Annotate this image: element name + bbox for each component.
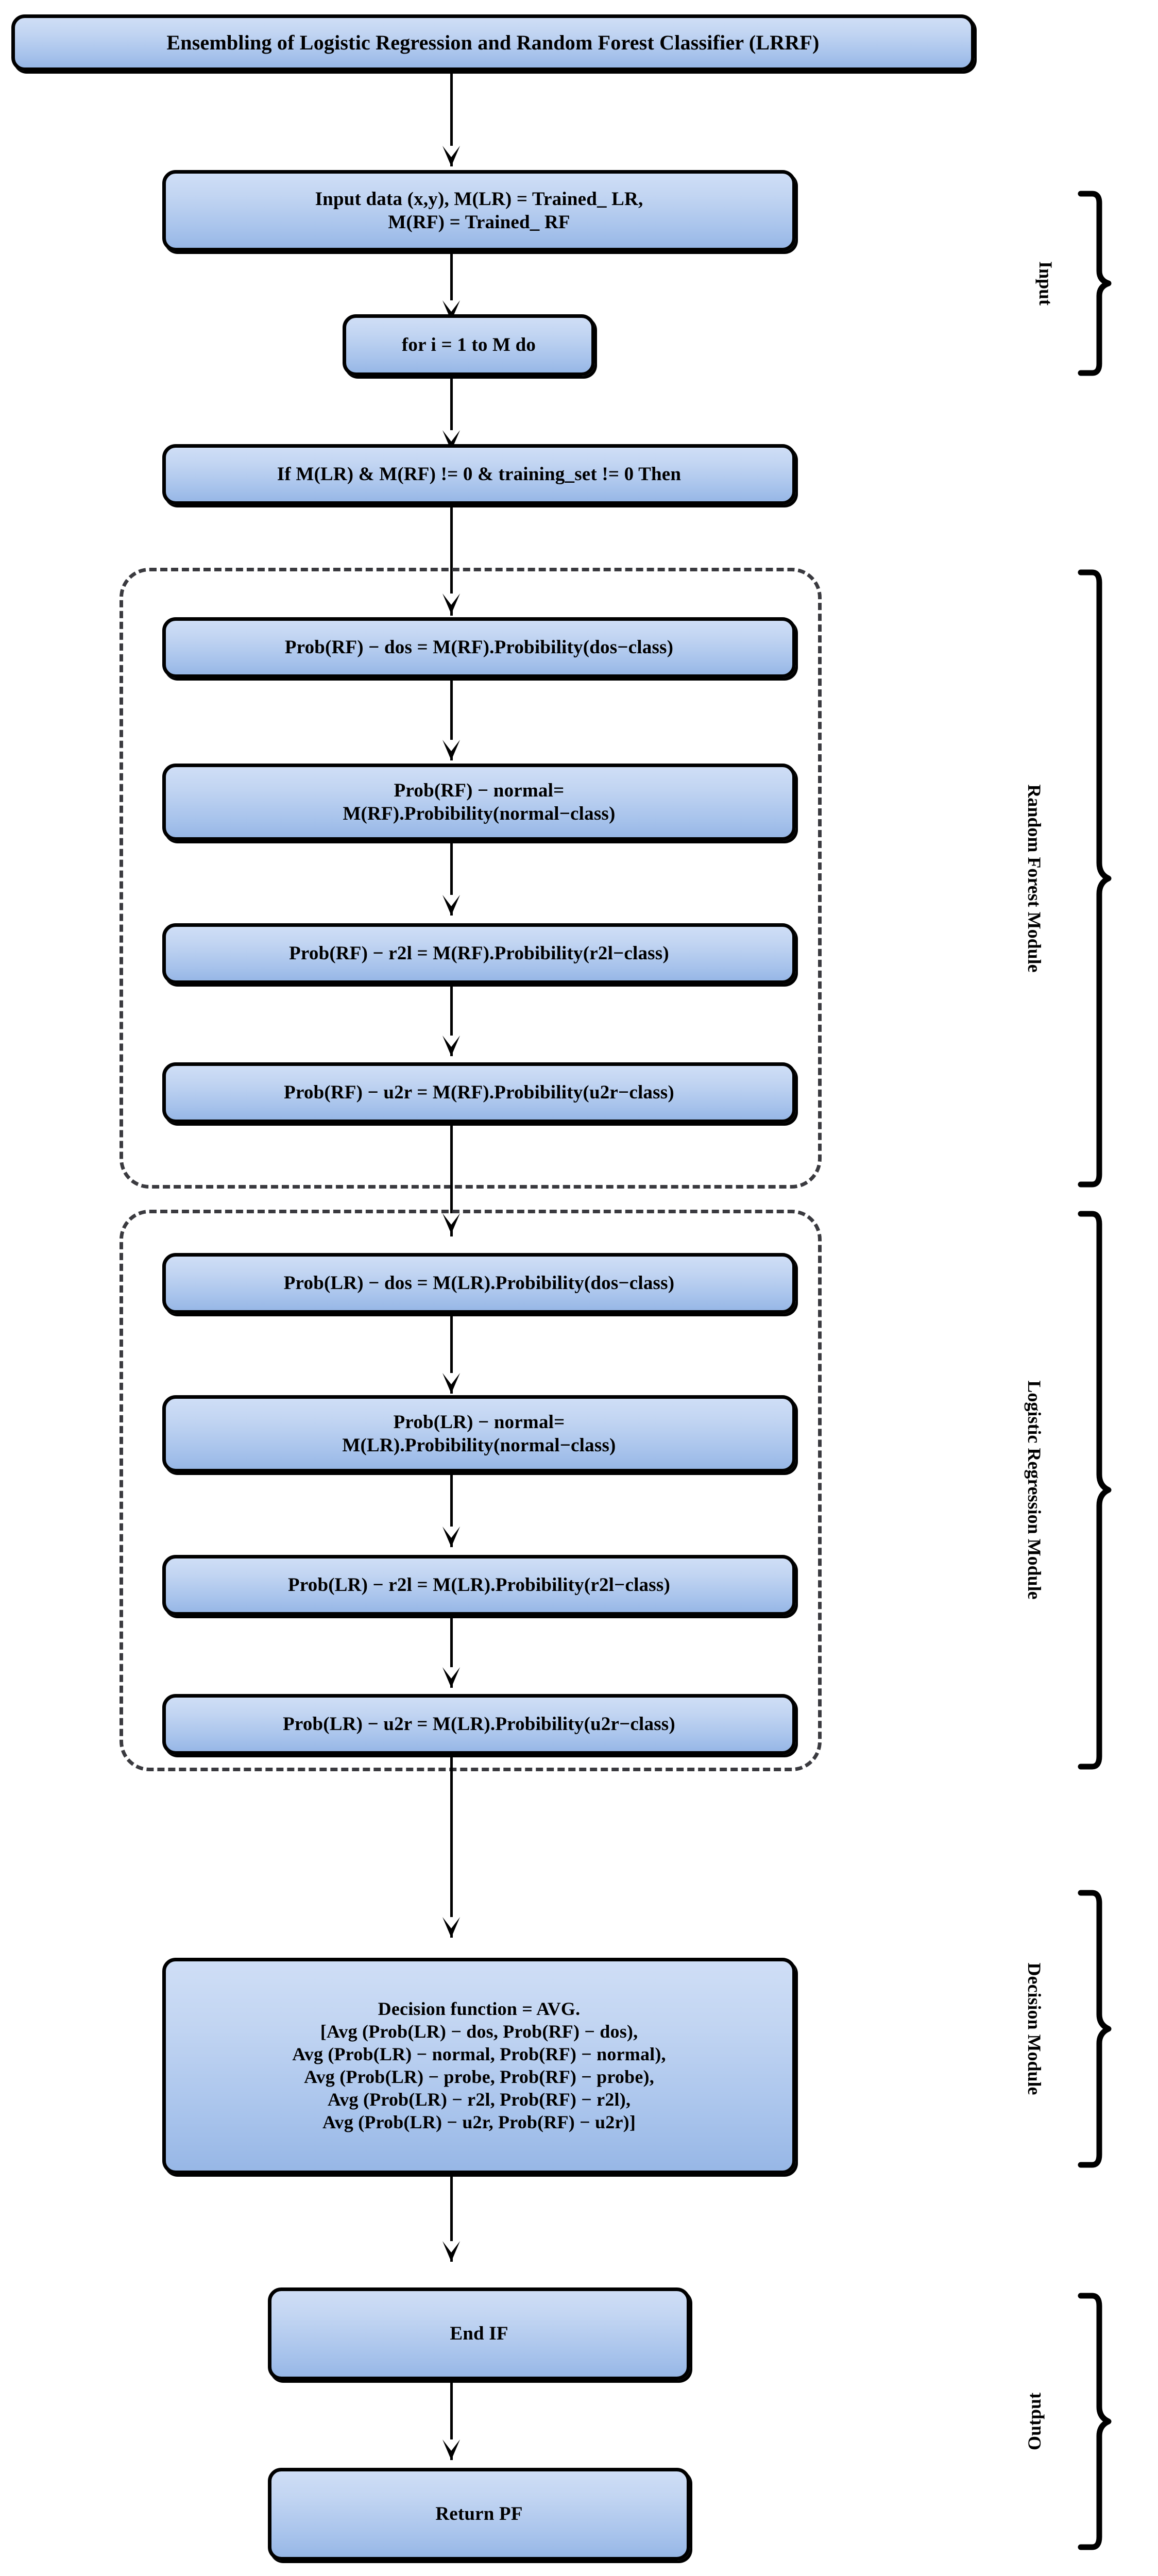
node-rf-r2l: Prob(RF) − r2l = M(RF).Probibility(r2l−c… bbox=[162, 923, 796, 984]
node-text-line: Avg (Prob(LR) − r2l, Prob(RF) − r2l), bbox=[327, 2089, 631, 2110]
arrowhead-if-to-rfdos bbox=[442, 594, 460, 614]
side-label-logistic-regression-module: Logistic Regression Module bbox=[1024, 1380, 1045, 1600]
node-text-line: End IF bbox=[450, 2323, 508, 2345]
node-text-line: Prob(RF) − r2l = M(RF).Probibility(r2l−c… bbox=[289, 943, 669, 964]
node-for-loop-lines: for i = 1 to M do bbox=[353, 333, 584, 357]
node-end-if-lines: End IF bbox=[279, 2322, 679, 2345]
node-input-data: Input data (x,y), M(LR) = Trained_ LR,M(… bbox=[162, 170, 796, 251]
arrowhead-title-to-input bbox=[442, 146, 460, 166]
brace-logistic-regression-module bbox=[1077, 1211, 1113, 1770]
arrowhead-lru2r-to-decision bbox=[442, 1917, 460, 1938]
side-label-input: Input bbox=[1035, 261, 1056, 306]
node-lr-r2l-lines: Prob(LR) − r2l = M(LR).Probibility(r2l−c… bbox=[173, 1573, 785, 1597]
connector-if-to-rfdos bbox=[450, 505, 453, 616]
node-rf-dos-lines: Prob(RF) − dos = M(RF).Probibility(dos−c… bbox=[173, 636, 785, 659]
node-title-box: Ensembling of Logistic Regression and Ra… bbox=[11, 14, 975, 71]
node-text-line: Avg (Prob(LR) − probe, Prob(RF) − probe)… bbox=[304, 2066, 654, 2087]
connector-rfnormal-to-rfr2l bbox=[450, 841, 453, 916]
arrowhead-lrdos-to-lrnormal bbox=[442, 1373, 460, 1394]
arrowhead-decision-to-endif bbox=[442, 2241, 460, 2262]
brace-input bbox=[1077, 191, 1113, 376]
connector-decision-to-endif bbox=[450, 2174, 453, 2262]
node-rf-u2r-lines: Prob(RF) − u2r = M(RF).Probibility(u2r−c… bbox=[173, 1081, 785, 1104]
arrowhead-endif-to-returnpf bbox=[442, 2439, 460, 2460]
connector-lrnormal-to-lrr2l bbox=[450, 1472, 453, 1547]
connector-lrdos-to-lrnormal bbox=[450, 1314, 453, 1394]
connector-rfdos-to-rfnormal bbox=[450, 678, 453, 760]
brace-decision-module bbox=[1077, 1890, 1113, 2168]
connector-rfr2l-to-rfu2r bbox=[450, 984, 453, 1056]
side-label-output: Output bbox=[1024, 2392, 1045, 2451]
node-return-pf-lines: Return PF bbox=[279, 2502, 679, 2526]
node-for-loop: for i = 1 to M do bbox=[343, 314, 595, 376]
node-text-line: Return PF bbox=[435, 2503, 523, 2525]
node-lr-dos-lines: Prob(LR) − dos = M(LR).Probibility(dos−c… bbox=[173, 1272, 785, 1295]
node-decision-function: Decision function = AVG.[Avg (Prob(LR) −… bbox=[162, 1958, 796, 2174]
arrowhead-lrnormal-to-lrr2l bbox=[442, 1527, 460, 1547]
node-text-line: Prob(LR) − normal= bbox=[393, 1411, 565, 1433]
node-text-line: Prob(RF) − dos = M(RF).Probibility(dos−c… bbox=[284, 637, 674, 658]
arrowhead-lrr2l-to-lru2r bbox=[442, 1667, 460, 1688]
node-text-line: Decision function = AVG. bbox=[378, 1998, 581, 2020]
node-rf-u2r: Prob(RF) − u2r = M(RF).Probibility(u2r−c… bbox=[162, 1062, 796, 1123]
node-text-line: Prob(RF) − u2r = M(RF).Probibility(u2r−c… bbox=[284, 1082, 674, 1104]
node-end-if: End IF bbox=[268, 2287, 690, 2380]
node-text-line: Avg (Prob(LR) − normal, Prob(RF) − norma… bbox=[292, 2044, 666, 2065]
node-text-line: Ensembling of Logistic Regression and Ra… bbox=[166, 30, 820, 54]
connector-title-to-input bbox=[450, 71, 453, 166]
arrowhead-rfr2l-to-rfu2r bbox=[442, 1036, 460, 1056]
node-lr-r2l: Prob(LR) − r2l = M(LR).Probibility(r2l−c… bbox=[162, 1555, 796, 1616]
node-text-line: [Avg (Prob(LR) − dos, Prob(RF) − dos), bbox=[320, 2021, 638, 2042]
connector-for-to-if bbox=[450, 376, 453, 451]
node-lr-u2r: Prob(LR) − u2r = M(LR).Probibility(u2r−c… bbox=[162, 1694, 796, 1755]
node-lr-normal-lines: Prob(LR) − normal=M(LR).Probibility(norm… bbox=[173, 1411, 785, 1457]
node-text-line: If M(LR) & M(RF) != 0 & training_set != … bbox=[277, 464, 682, 485]
node-text-line: Prob(RF) − normal= bbox=[394, 779, 565, 801]
node-text-line: Prob(LR) − u2r = M(LR).Probibility(u2r−c… bbox=[283, 1714, 675, 1735]
connector-rfu2r-to-lrdos bbox=[450, 1123, 453, 1236]
node-lr-u2r-lines: Prob(LR) − u2r = M(LR).Probibility(u2r−c… bbox=[173, 1713, 785, 1736]
node-lr-normal: Prob(LR) − normal=M(LR).Probibility(norm… bbox=[162, 1395, 796, 1472]
node-text-line: Input data (x,y), M(LR) = Trained_ LR, bbox=[315, 188, 643, 210]
node-input-data-lines: Input data (x,y), M(LR) = Trained_ LR,M(… bbox=[173, 188, 785, 234]
node-if-condition-lines: If M(LR) & M(RF) != 0 & training_set != … bbox=[173, 463, 785, 486]
connector-endif-to-returnpf bbox=[450, 2380, 453, 2460]
node-text-line: Avg (Prob(LR) − u2r, Prob(RF) − u2r)] bbox=[322, 2111, 636, 2132]
connector-lrr2l-to-lru2r bbox=[450, 1616, 453, 1688]
node-return-pf: Return PF bbox=[268, 2468, 690, 2561]
arrowhead-rfu2r-to-lrdos bbox=[442, 1213, 460, 1234]
side-label-random-forest-module: Random Forest Module bbox=[1024, 784, 1045, 973]
connector-input-to-for bbox=[450, 251, 453, 321]
node-text-line: Prob(LR) − dos = M(LR).Probibility(dos−c… bbox=[283, 1273, 675, 1294]
arrowhead-rfnormal-to-rfr2l bbox=[442, 895, 460, 916]
node-text-line: M(LR).Probibility(normal−class) bbox=[342, 1435, 616, 1456]
brace-output bbox=[1077, 2293, 1113, 2550]
node-text-line: for i = 1 to M do bbox=[401, 334, 536, 356]
node-if-condition: If M(LR) & M(RF) != 0 & training_set != … bbox=[162, 444, 796, 505]
node-title-box-lines: Ensembling of Logistic Regression and Ra… bbox=[22, 30, 964, 56]
node-rf-normal: Prob(RF) − normal=M(RF).Probibility(norm… bbox=[162, 764, 796, 841]
connector-lru2r-to-decision bbox=[450, 1755, 453, 1938]
side-label-decision-module: Decision Module bbox=[1024, 1962, 1045, 2095]
node-decision-function-lines: Decision function = AVG.[Avg (Prob(LR) −… bbox=[173, 1998, 785, 2133]
node-text-line: Prob(LR) − r2l = M(LR).Probibility(r2l−c… bbox=[288, 1574, 670, 1596]
node-lr-dos: Prob(LR) − dos = M(LR).Probibility(dos−c… bbox=[162, 1253, 796, 1314]
node-rf-r2l-lines: Prob(RF) − r2l = M(RF).Probibility(r2l−c… bbox=[173, 942, 785, 965]
brace-random-forest-module bbox=[1077, 569, 1113, 1188]
node-rf-dos: Prob(RF) − dos = M(RF).Probibility(dos−c… bbox=[162, 617, 796, 678]
node-text-line: M(RF) = Trained_ RF bbox=[388, 212, 570, 233]
node-rf-normal-lines: Prob(RF) − normal=M(RF).Probibility(norm… bbox=[173, 779, 785, 825]
node-text-line: M(RF).Probibility(normal−class) bbox=[343, 803, 616, 824]
arrowhead-rfdos-to-rfnormal bbox=[442, 740, 460, 760]
